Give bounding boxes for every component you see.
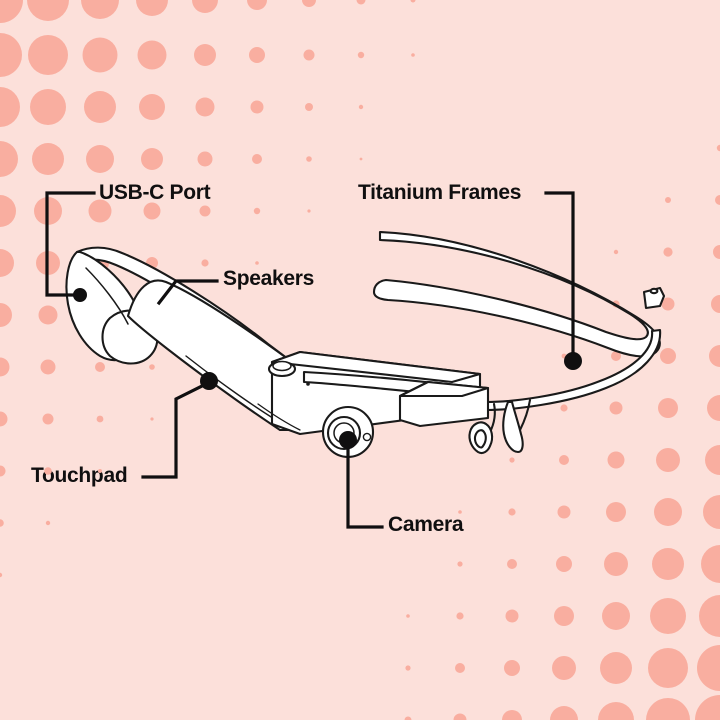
front-housing-top-face [270, 350, 482, 384]
arm-highlight-line [257, 403, 301, 431]
microphone-pinhole [306, 382, 310, 386]
right-temple-arm [372, 230, 661, 358]
camera-lens-inner [333, 422, 355, 444]
touchpad-seam [185, 355, 277, 421]
nose-pad-right [502, 400, 524, 454]
callout-label-touchpad[interactable]: Touchpad [31, 464, 128, 487]
prism-arm-top-face [398, 380, 490, 398]
callout-label-speakers[interactable]: Speakers [223, 267, 315, 290]
callout-label-camera[interactable]: Camera [388, 513, 464, 536]
right-hinge-screw [649, 287, 659, 295]
nose-pad-left-inner [473, 429, 487, 449]
camera-led-indicator [362, 432, 372, 442]
callout-label-usb-c-port[interactable]: USB-C Port [99, 181, 211, 204]
callout-label-titanium-frames[interactable]: Titanium Frames [358, 181, 522, 204]
power-button-top [272, 360, 292, 372]
